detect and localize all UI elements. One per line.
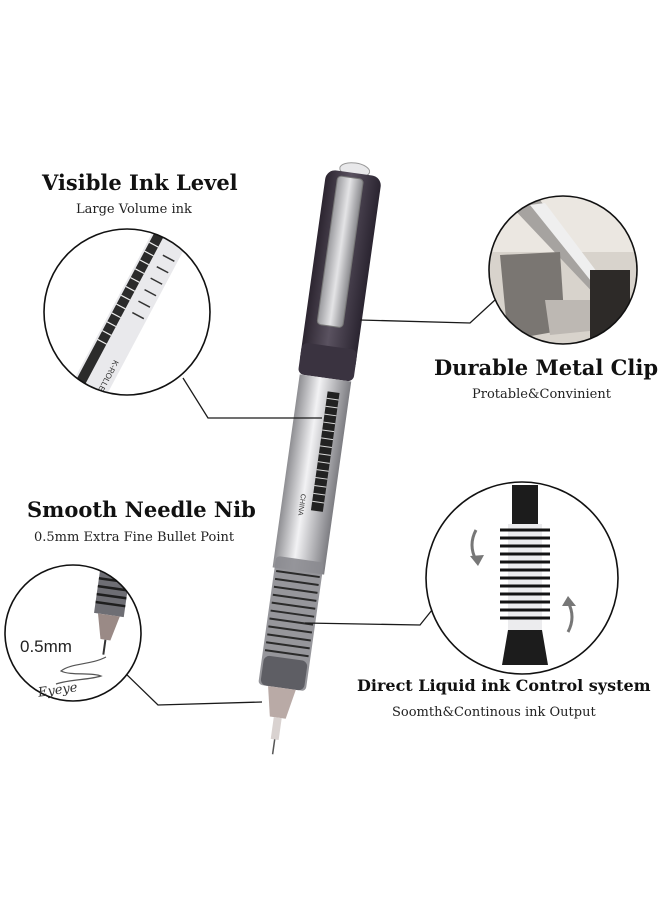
- pen-tip: [268, 685, 296, 719]
- arrow-up-icon: [562, 596, 576, 606]
- barrel-brand: CHINA: [296, 493, 306, 516]
- metal-clip-detail: [488, 195, 638, 345]
- ink-control-detail: [425, 481, 619, 675]
- ink-control-subtitle: Soomth&Continous ink Output: [392, 705, 596, 720]
- needle-nib-subtitle: 0.5mm Extra Fine Bullet Point: [34, 530, 235, 545]
- needle-nib-detail: [4, 564, 142, 702]
- ink-window: [310, 391, 340, 512]
- nib-connector: [121, 669, 263, 706]
- ink-level-title: Visible Ink Level: [42, 170, 238, 195]
- pen-clip: [316, 175, 364, 328]
- metal-clip-title: Durable Metal Clip: [434, 355, 659, 380]
- ink-level-subtitle: Large Volume ink: [76, 202, 192, 217]
- needle-nib-title: Smooth Needle Nib: [27, 497, 256, 522]
- nib-size-label: 0.5mm: [20, 637, 72, 656]
- arrow-down-icon: [470, 555, 484, 566]
- metal-clip-subtitle: Protable&Convinient: [472, 387, 611, 402]
- metal-clip-connector: [359, 299, 496, 324]
- ink-level-connector: [182, 377, 322, 419]
- ink-control-connector: [304, 599, 441, 626]
- ink-level-detail: K-ROLLER: [43, 228, 211, 396]
- pen: CHINA: [258, 162, 381, 755]
- pen-barrel: [272, 374, 352, 575]
- ink-control-title: Direct Liquid ink Control system: [357, 676, 651, 695]
